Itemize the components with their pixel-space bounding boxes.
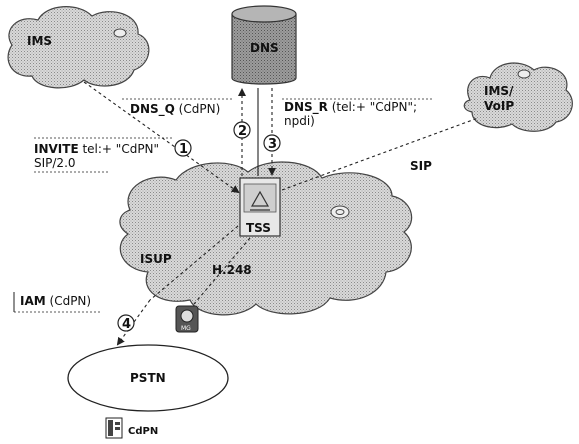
h248-label: H.248 — [212, 263, 252, 277]
isup-link — [149, 225, 239, 301]
svg-text:4: 4 — [122, 317, 131, 332]
ims-voip-cloud: IMS/ VoIP — [463, 62, 573, 132]
invite-label: INVITE tel:+ "CdPN" SIP/2.0 — [34, 137, 172, 173]
pstn-network: PSTN — [67, 344, 229, 412]
dns-response-label: DNS_R (tel:+ "CdPN"; npdi) — [282, 98, 432, 128]
core-network-cloud: ISUP H.248 — [119, 161, 413, 316]
svg-text:DNS_Q (CdPN): DNS_Q (CdPN) — [130, 102, 220, 117]
cloud-router-icon — [330, 205, 350, 219]
mg-label: MG — [181, 325, 191, 332]
server-icon — [250, 190, 270, 207]
dns-database: DNS — [231, 5, 297, 85]
invite-arrow — [83, 81, 240, 194]
svg-text:1: 1 — [179, 142, 188, 157]
phone-terminal: CdPN — [105, 417, 158, 439]
pstn-label: PSTN — [130, 371, 166, 385]
gateway-icon — [180, 309, 194, 323]
media-gateway: MG — [175, 305, 199, 333]
step-1-marker: 1 — [174, 139, 192, 157]
dns-label: DNS — [250, 41, 279, 55]
svg-text:2: 2 — [238, 124, 247, 139]
iam-label: IAM (CdPN) — [13, 292, 100, 313]
terminal-label: CdPN — [128, 426, 158, 437]
svg-text:INVITE tel:+ "CdPN": INVITE tel:+ "CdPN" — [34, 142, 159, 156]
h248-link — [193, 237, 251, 305]
svg-text:3: 3 — [268, 137, 277, 152]
step-2-marker: 2 — [233, 121, 251, 139]
svg-text:DNS_R (tel:+ "CdPN";: DNS_R (tel:+ "CdPN"; — [284, 100, 417, 115]
ims-cloud-label: IMS — [27, 34, 52, 48]
svg-text:npdi): npdi) — [284, 114, 315, 128]
svg-text:SIP/2.0: SIP/2.0 — [34, 156, 76, 170]
ims-voip-label-line1: IMS/ — [484, 84, 514, 98]
sip-label: SIP — [410, 159, 432, 173]
step-3-marker: 3 — [263, 134, 281, 152]
ims-cloud: IMS — [7, 6, 150, 89]
dns-query-label: DNS_Q (CdPN) — [122, 98, 232, 117]
step-4-marker: 4 — [117, 314, 135, 332]
cloud-gateway-icon — [517, 69, 531, 79]
cloud-gateway-icon — [113, 28, 127, 38]
tss-label: TSS — [246, 221, 271, 235]
isup-label: ISUP — [140, 252, 172, 266]
tss-server: TSS — [239, 177, 281, 237]
svg-text:IAM (CdPN): IAM (CdPN) — [20, 294, 91, 308]
ims-voip-label-line2: VoIP — [484, 99, 514, 113]
sip-link — [281, 117, 479, 191]
